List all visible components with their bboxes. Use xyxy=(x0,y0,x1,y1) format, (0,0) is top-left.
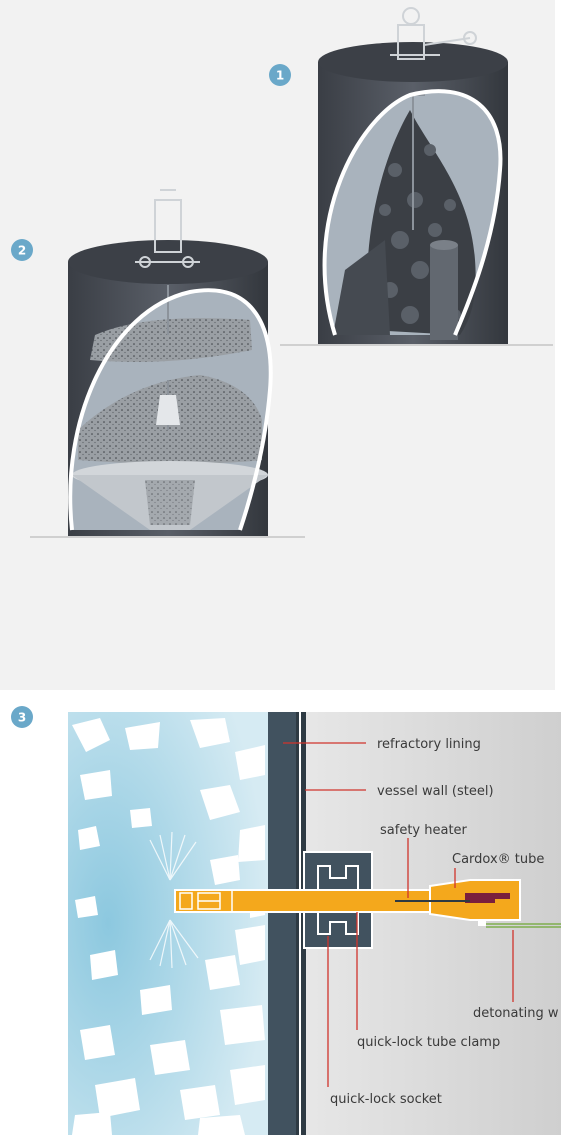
badge-2: 2 xyxy=(11,239,33,261)
svg-text:2: 2 xyxy=(18,244,26,258)
badge-1: 1 xyxy=(269,64,291,86)
badge-3: 3 xyxy=(11,706,33,728)
detail-3: refractory lining vessel wall (steel) sa… xyxy=(68,712,561,1135)
svg-text:3: 3 xyxy=(18,711,26,725)
label-vessel-wall: vessel wall (steel) xyxy=(377,784,494,799)
label-refractory-lining: refractory lining xyxy=(377,737,481,752)
label-tube-clamp: quick-lock tube clamp xyxy=(357,1035,500,1050)
label-detonating: detonating w xyxy=(473,1006,559,1021)
svg-text:1: 1 xyxy=(276,69,284,83)
refractory-lining xyxy=(268,712,296,1135)
label-safety-heater: safety heater xyxy=(380,823,468,838)
label-socket: quick-lock socket xyxy=(330,1092,442,1107)
label-cardox-tube: Cardox® tube xyxy=(452,852,544,867)
